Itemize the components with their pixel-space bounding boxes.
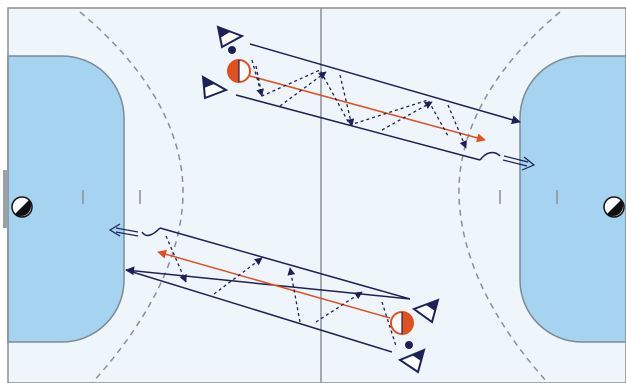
left-goal-post — [3, 170, 8, 228]
bottom-player-1-icon — [411, 298, 440, 324]
top-ball-carrier-icon — [227, 59, 251, 83]
right-goalkeeper-icon — [603, 196, 625, 218]
top-run-line-lower — [235, 94, 481, 161]
bottom-player-dot-icon — [405, 341, 413, 349]
bottom-run-curl — [141, 227, 161, 237]
left-free-throw-line — [79, 11, 184, 383]
top-player-1-icon — [216, 25, 245, 49]
top-pass-line — [249, 75, 486, 143]
top-dotted-start — [251, 59, 264, 97]
top-player-2-icon — [201, 75, 229, 100]
left-goal-area — [7, 55, 125, 343]
bottom-dotted-run-1 — [165, 235, 187, 283]
bottom-run-line-lower — [125, 266, 411, 300]
top-dotted-run-1 — [339, 74, 355, 127]
bottom-ball-carrier-icon — [390, 311, 414, 335]
bottom-pass-line — [157, 249, 391, 319]
right-goal-area — [519, 55, 626, 343]
bottom-player-2-icon — [397, 348, 426, 374]
bottom-dotted-pass-1 — [213, 257, 263, 295]
bottom-dotted-start — [381, 301, 397, 347]
top-run-line-upper — [249, 43, 521, 125]
bottom-run-line-upper — [159, 227, 411, 300]
top-run-curl — [479, 151, 501, 161]
top-dotted-run-2 — [447, 104, 467, 149]
top-hollow-arrow-icon — [502, 155, 536, 171]
bottom-run-line-outer — [125, 269, 393, 353]
bottom-hollow-arrow-icon — [108, 223, 139, 237]
top-player-dot-icon — [228, 46, 236, 54]
right-free-throw-line — [458, 11, 561, 383]
left-goalkeeper-icon — [11, 196, 33, 218]
